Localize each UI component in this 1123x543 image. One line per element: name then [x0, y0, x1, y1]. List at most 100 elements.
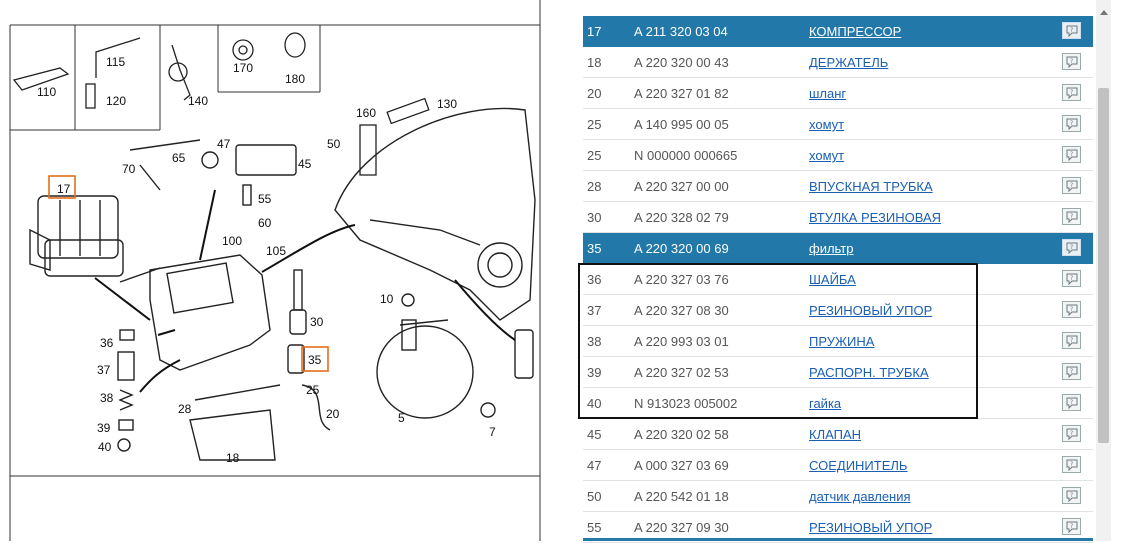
- part-name-link[interactable]: ВПУСКНАЯ ТРУБКА: [809, 179, 933, 194]
- comment-button[interactable]: ?: [1062, 115, 1081, 132]
- comment-button[interactable]: ?: [1062, 301, 1081, 318]
- position-cell: 45: [587, 427, 602, 442]
- comment-button[interactable]: ?: [1062, 456, 1081, 473]
- part-name-link[interactable]: РАСПОРН. ТРУБКА: [809, 365, 929, 380]
- part-name-link[interactable]: РЕЗИНОВЫЙ УПОР: [809, 520, 933, 535]
- comment-button[interactable]: ?: [1062, 487, 1081, 504]
- callout-140: 140: [188, 94, 208, 108]
- part-number-cell: A 220 327 09 30: [634, 520, 729, 535]
- svg-text:?: ?: [1070, 58, 1073, 65]
- diagram-drawing: 110 115 120 140 170 180 160 130 70 65 47…: [9, 0, 541, 541]
- part-name-link[interactable]: СОЕДИНИТЕЛЬ: [809, 458, 908, 473]
- comment-icon: ?: [1066, 428, 1078, 440]
- svg-text:?: ?: [1070, 275, 1073, 282]
- svg-text:?: ?: [1070, 213, 1073, 220]
- svg-text:?: ?: [1070, 244, 1073, 251]
- part-number-cell: A 220 327 01 82: [634, 86, 729, 101]
- comment-button[interactable]: ?: [1062, 53, 1081, 70]
- svg-text:?: ?: [1070, 461, 1073, 468]
- callout-39: 39: [97, 421, 111, 435]
- comment-icon: ?: [1066, 56, 1078, 68]
- position-cell: 55: [587, 520, 602, 535]
- position-cell: 25: [587, 148, 602, 163]
- part-name-link[interactable]: ПРУЖИНА: [809, 334, 875, 349]
- callout-115: 115: [106, 55, 125, 69]
- comment-button[interactable]: ?: [1062, 208, 1081, 225]
- comment-icon: ?: [1066, 118, 1078, 130]
- table-row[interactable]: 45 A 220 320 02 58 КЛАПАН?: [583, 419, 1093, 450]
- part-name-link[interactable]: ШАЙБА: [809, 272, 856, 287]
- part-name-link[interactable]: КЛАПАН: [809, 427, 862, 442]
- part-number-cell: A 220 542 01 18: [634, 489, 729, 504]
- callout-30: 30: [310, 315, 324, 329]
- selection-outline-box: [578, 263, 978, 419]
- comment-button[interactable]: ?: [1062, 518, 1081, 535]
- comment-button[interactable]: ?: [1062, 394, 1081, 411]
- comment-button[interactable]: ?: [1062, 146, 1081, 163]
- diagram-callouts: 110 115 120 140 170 180 160 130 70 65 47…: [37, 55, 496, 465]
- svg-text:?: ?: [1070, 368, 1073, 375]
- comment-icon: ?: [1066, 273, 1078, 285]
- svg-text:?: ?: [1070, 306, 1073, 313]
- part-number-cell: A 220 993 03 01: [634, 334, 729, 349]
- position-cell: 20: [587, 86, 602, 101]
- callout-70: 70: [122, 162, 136, 176]
- callout-36: 36: [100, 336, 114, 350]
- callout-120: 120: [106, 94, 126, 108]
- callout-65: 65: [172, 151, 186, 165]
- comment-button[interactable]: ?: [1062, 239, 1081, 256]
- comment-button[interactable]: ?: [1062, 84, 1081, 101]
- comment-button[interactable]: ?: [1062, 177, 1081, 194]
- part-name-link[interactable]: хомут: [809, 148, 845, 163]
- comment-button[interactable]: ?: [1062, 22, 1081, 39]
- svg-text:?: ?: [1070, 337, 1073, 344]
- part-name-link[interactable]: датчик давления: [809, 489, 911, 504]
- comment-button[interactable]: ?: [1062, 425, 1081, 442]
- comment-button[interactable]: ?: [1062, 363, 1081, 380]
- callout-18: 18: [226, 451, 240, 465]
- table-row[interactable]: 20 A 220 327 01 82 шланг?: [583, 78, 1093, 109]
- part-number-cell: A 220 320 02 58: [634, 427, 729, 442]
- part-name-link[interactable]: ДЕРЖАТЕЛЬ: [809, 55, 889, 70]
- part-name-link[interactable]: КОМПРЕССОР: [809, 24, 902, 39]
- callout-38: 38: [100, 391, 114, 405]
- part-name-link[interactable]: хомут: [809, 117, 845, 132]
- scroll-up-arrow-icon[interactable]: [1100, 10, 1108, 15]
- comment-button[interactable]: ?: [1062, 270, 1081, 287]
- comment-icon: ?: [1066, 242, 1078, 254]
- part-name-link[interactable]: гайка: [809, 396, 842, 411]
- position-cell: 28: [587, 179, 602, 194]
- part-number-cell: A 211 320 03 04: [634, 24, 728, 39]
- scrollbar-thumb[interactable]: [1098, 88, 1109, 443]
- part-name-link[interactable]: ВТУЛКА РЕЗИНОВАЯ: [809, 210, 942, 225]
- callout-17: 17: [57, 182, 71, 196]
- part-name-link[interactable]: шланг: [809, 86, 847, 101]
- svg-text:?: ?: [1070, 492, 1073, 499]
- svg-text:?: ?: [1070, 89, 1073, 96]
- scrollbar[interactable]: [1096, 0, 1111, 541]
- comment-icon: ?: [1066, 25, 1078, 37]
- svg-text:?: ?: [1070, 120, 1073, 127]
- comment-button[interactable]: ?: [1062, 332, 1081, 349]
- position-cell: 30: [587, 210, 602, 225]
- part-name-link[interactable]: РЕЗИНОВЫЙ УПОР: [809, 303, 933, 318]
- svg-text:?: ?: [1070, 151, 1073, 158]
- part-name-link[interactable]: фильтр: [809, 241, 854, 256]
- comment-icon: ?: [1066, 211, 1078, 223]
- svg-text:?: ?: [1070, 27, 1073, 34]
- position-cell: 37: [587, 303, 602, 318]
- part-number-cell: A 220 327 03 76: [634, 272, 729, 287]
